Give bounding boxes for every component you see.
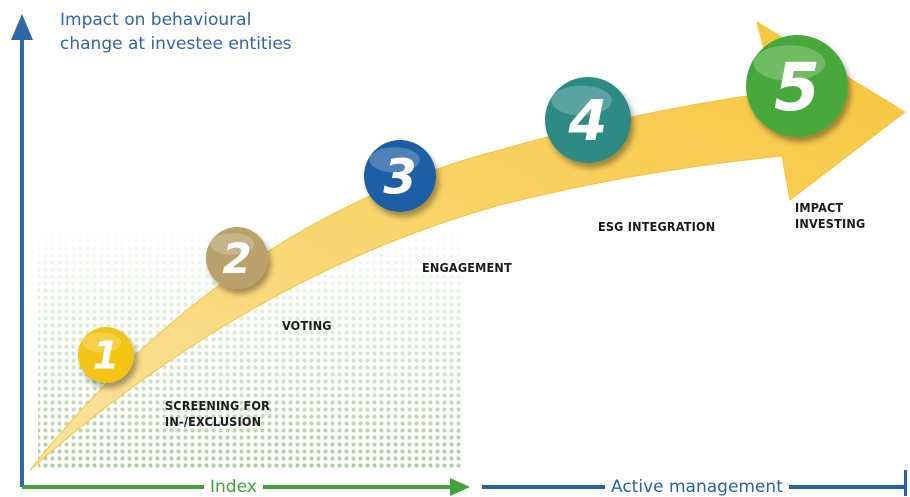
- step-5-label-line-1: IMPACT: [795, 200, 844, 215]
- step-5-circle: 5: [746, 35, 848, 137]
- step-3-circle: 3: [364, 140, 436, 212]
- y-axis-title: Impact on behavioural change at investee…: [60, 8, 380, 56]
- step-1-circle: 1: [78, 327, 134, 383]
- step-2-highlight: [210, 233, 255, 255]
- step-3-label: ENGAGEMENT: [422, 260, 512, 276]
- active-management-axis-label: Active management: [605, 477, 789, 497]
- step-2-label: VOTING: [282, 318, 332, 334]
- step-3-number: 3: [383, 149, 416, 205]
- step-4-label: ESG INTEGRATION: [598, 219, 715, 235]
- step-5-label: IMPACT INVESTING: [795, 200, 865, 232]
- step-1-label-line-2: IN-/EXCLUSION: [165, 414, 262, 429]
- step-4-highlight: [551, 85, 612, 116]
- active-axis-end-bar: [904, 470, 907, 496]
- step-5-number: 5: [774, 49, 820, 126]
- step-2-number: 2: [222, 234, 251, 283]
- step-3-highlight: [369, 147, 420, 173]
- step-2-label-line-1: VOTING: [282, 318, 332, 333]
- step-1-label: SCREENING FOR IN-/EXCLUSION: [165, 398, 270, 430]
- index-axis-label: Index: [204, 477, 263, 497]
- index-axis-arrowhead: [450, 478, 470, 496]
- step-1-number: 1: [93, 334, 119, 378]
- step-4-circle: 4: [545, 77, 631, 163]
- step-1-highlight: [82, 332, 122, 353]
- y-axis-arrowhead: [11, 14, 33, 40]
- step-2-circle: 2: [206, 227, 268, 289]
- y-axis-title-line-2: change at investee entities: [60, 34, 292, 54]
- step-3-label-line-1: ENGAGEMENT: [422, 260, 512, 275]
- step-5-highlight: [753, 45, 826, 81]
- step-4-label-line-1: ESG INTEGRATION: [598, 219, 716, 234]
- step-1-label-line-1: SCREENING FOR: [165, 398, 271, 413]
- step-5-label-line-2: INVESTING: [795, 216, 866, 231]
- step-4-number: 4: [568, 89, 608, 154]
- y-axis-title-line-1: Impact on behavioural: [60, 10, 252, 30]
